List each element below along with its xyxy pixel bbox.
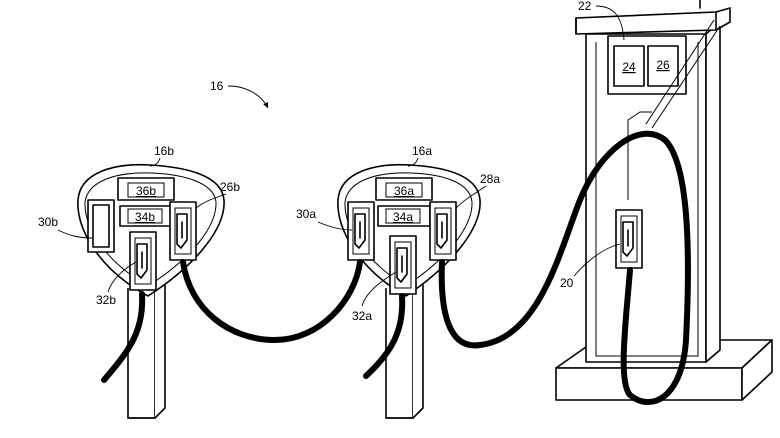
stand-a-label: 16a	[412, 144, 432, 158]
stand-a-left-plug	[347, 201, 375, 261]
stand-a-left-plug-label: 30a	[296, 207, 316, 221]
stand-a-lower-box-label: 34a	[393, 210, 413, 224]
stand-a-lower-box: 34a	[377, 205, 431, 227]
pump-label: 22	[578, 0, 592, 13]
stand-b: 36b 34b	[77, 163, 225, 419]
stand-a-upper-box-label: 36a	[394, 184, 414, 198]
stand-b-loose-cable	[101, 291, 146, 383]
stand-a-upper-box: 36a	[375, 177, 433, 201]
stand-a-right-plug	[429, 201, 457, 261]
display-left-label: 24	[622, 60, 636, 74]
display-right-label: 26	[656, 58, 670, 72]
stand-b-lower-plug-label: 32b	[96, 293, 116, 307]
system-label: 16	[210, 79, 224, 93]
stand-b-left-panel-label: 30b	[38, 215, 58, 229]
stand-b-post	[127, 279, 166, 419]
stand-b-lower-box: 34b	[119, 205, 173, 227]
reference-labels: 16 16b 26b 30b 32b 16a 28a 30a 32a 22 20	[38, 0, 625, 323]
stand-a: 36a 34a	[337, 163, 481, 419]
stand-a-lower-plug	[389, 235, 417, 295]
cables	[101, 130, 691, 406]
cable-b-to-a	[180, 259, 363, 343]
pump-display-panel: 24 26	[607, 35, 687, 95]
stand-b-right-plug-label: 26b	[220, 180, 240, 194]
stand-b-left-panel	[87, 199, 115, 253]
stand-a-post	[385, 279, 424, 419]
stand-b-upper-box: 36b	[117, 177, 175, 201]
stand-a-loose-cable	[363, 293, 406, 379]
stand-b-right-plug	[169, 201, 197, 261]
stand-b-lower-box-label: 34b	[135, 210, 155, 224]
pump-column	[575, 0, 731, 363]
stand-b-lower-plug	[129, 231, 157, 291]
stand-b-head	[77, 163, 225, 297]
stand-a-lower-plug-label: 32a	[352, 309, 372, 323]
charging-pump: 24 26	[555, 0, 773, 401]
stand-b-upper-box-label: 36b	[136, 184, 156, 198]
cable-a-to-pump	[438, 130, 691, 406]
stand-a-right-plug-label: 28a	[480, 172, 500, 186]
pump-connector-label: 20	[560, 276, 574, 290]
pump-connector	[615, 209, 643, 269]
stand-b-label: 16b	[154, 144, 174, 158]
